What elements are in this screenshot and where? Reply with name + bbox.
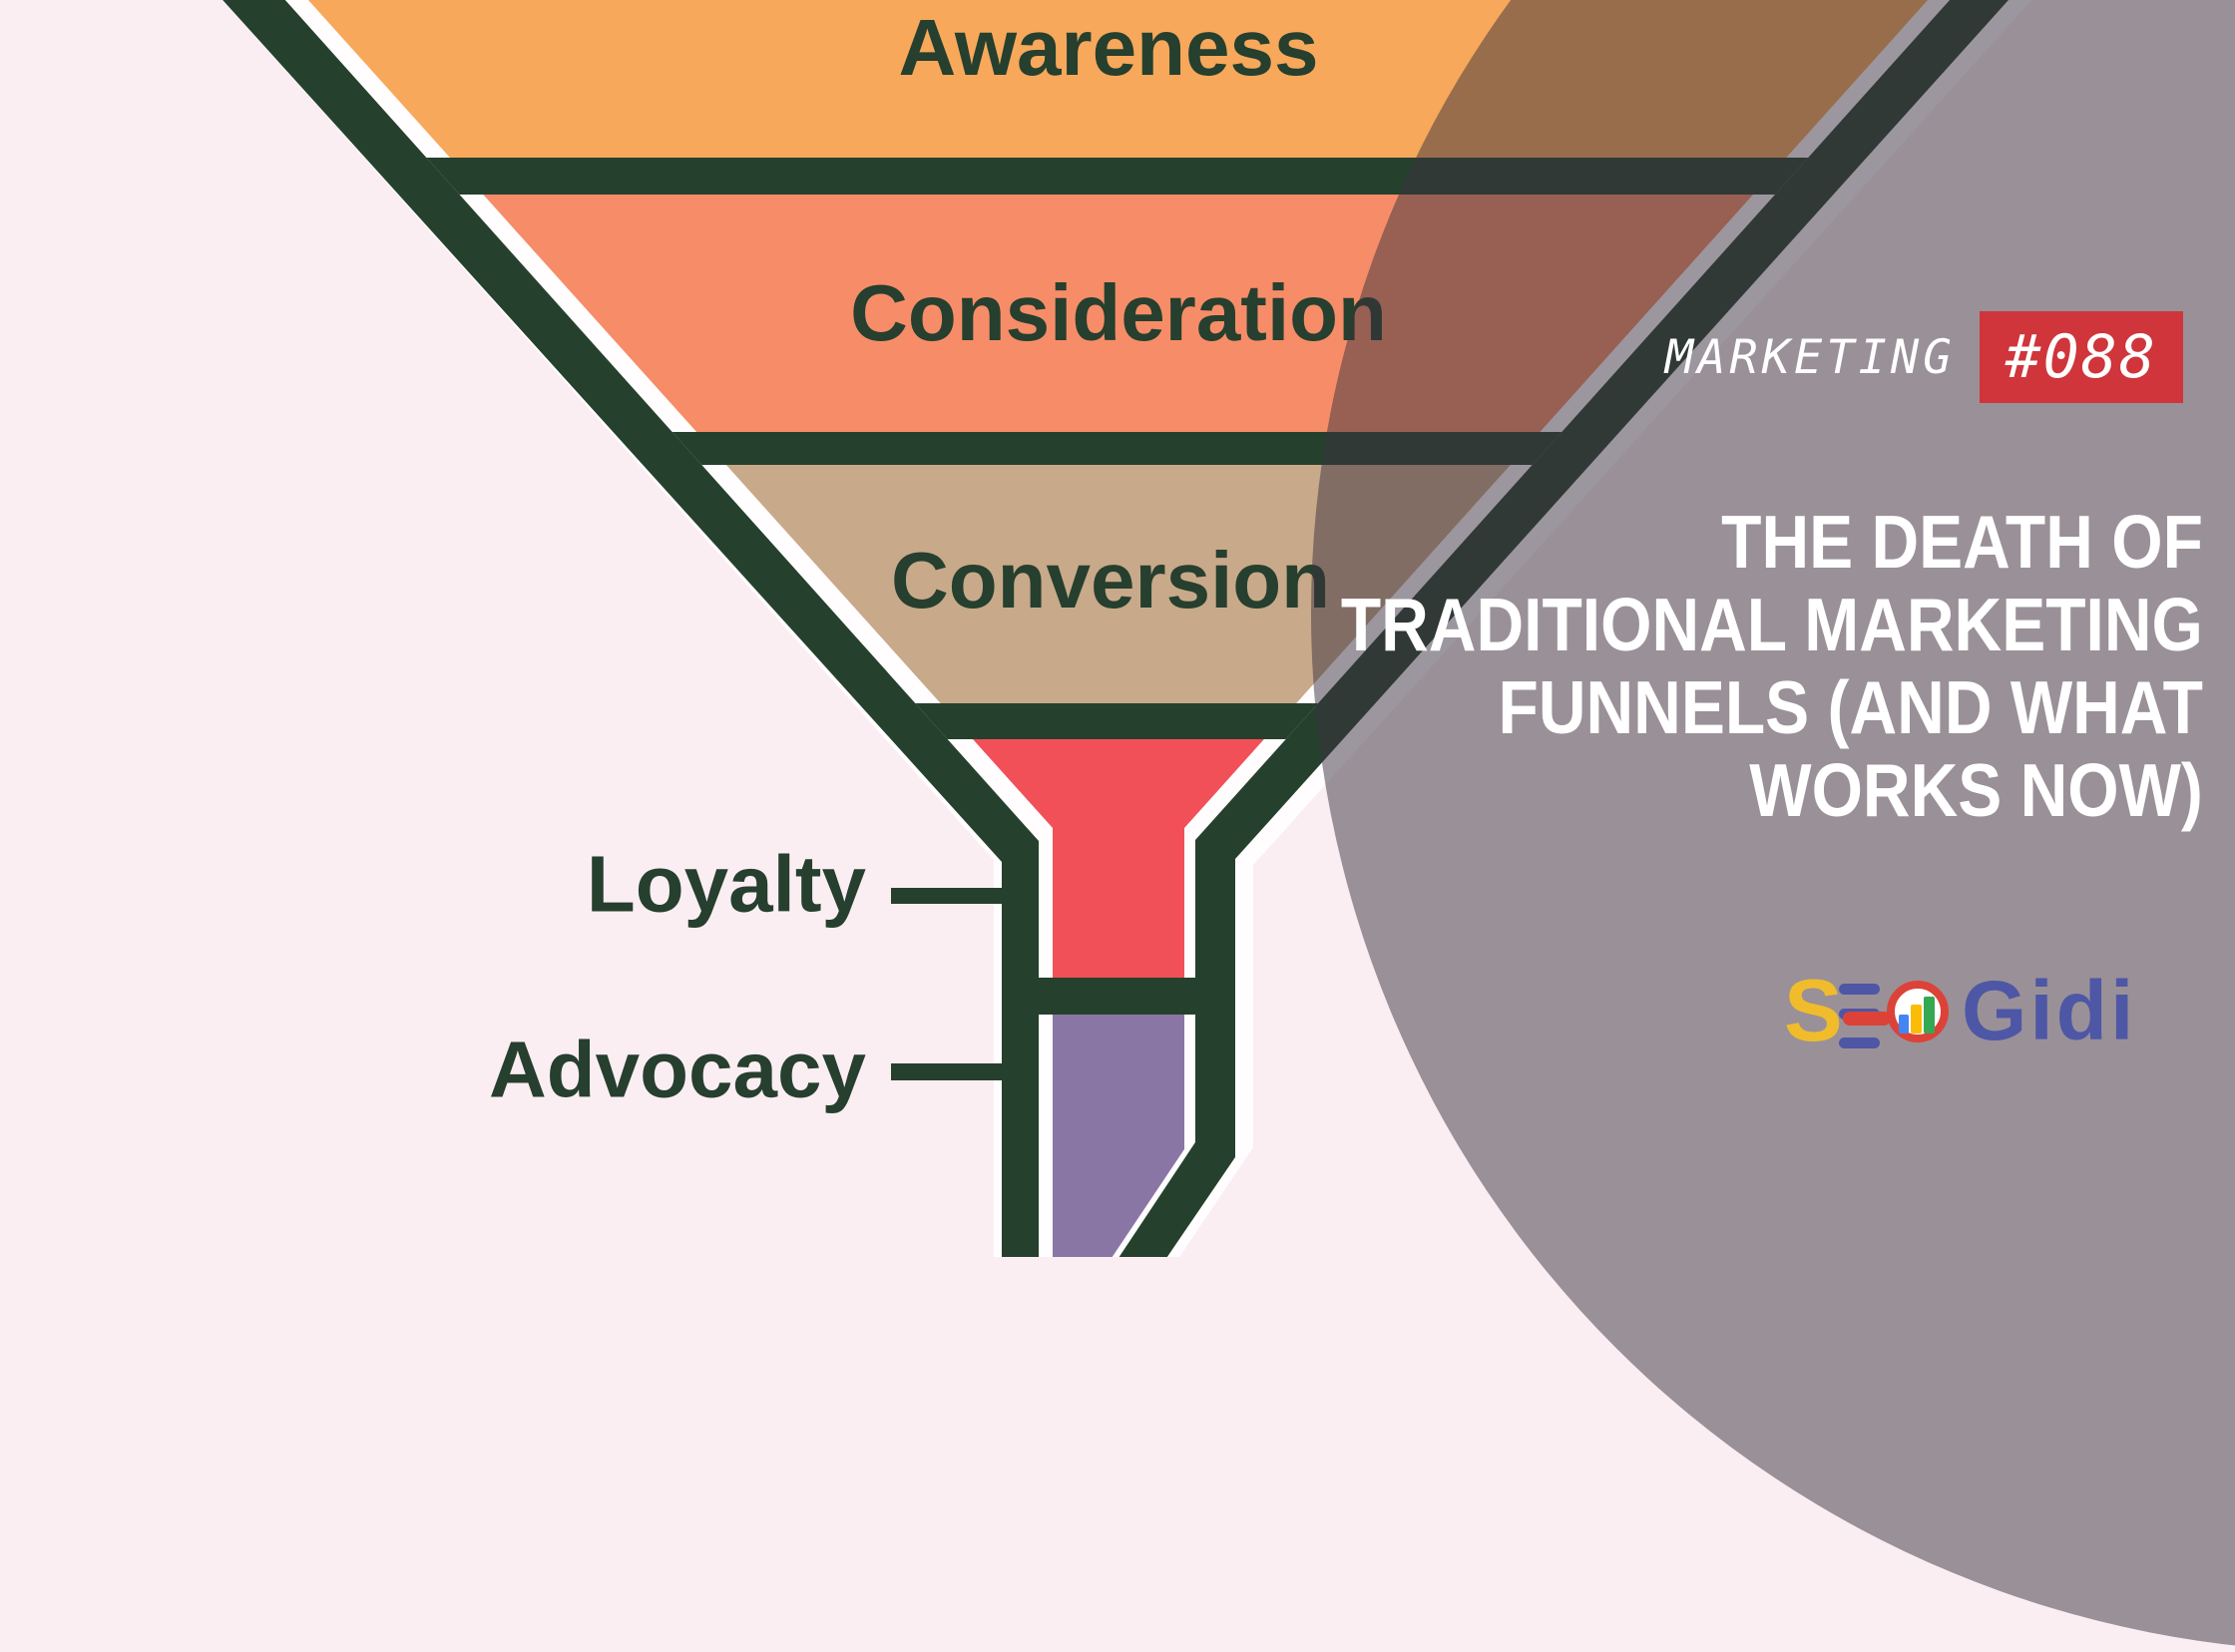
stage-label-conversion: Conversion: [890, 536, 1331, 624]
loyalty-leader-line: [891, 888, 1007, 904]
stage-label-awareness: Awareness: [898, 3, 1319, 92]
stage-label-advocacy: Advocacy: [489, 1025, 866, 1114]
stage-label-consideration: Consideration: [850, 268, 1387, 357]
advocacy-leader-line: [891, 1063, 1007, 1080]
overlay-circle: [1311, 0, 2235, 1652]
stage-label-loyalty: Loyalty: [586, 839, 866, 929]
